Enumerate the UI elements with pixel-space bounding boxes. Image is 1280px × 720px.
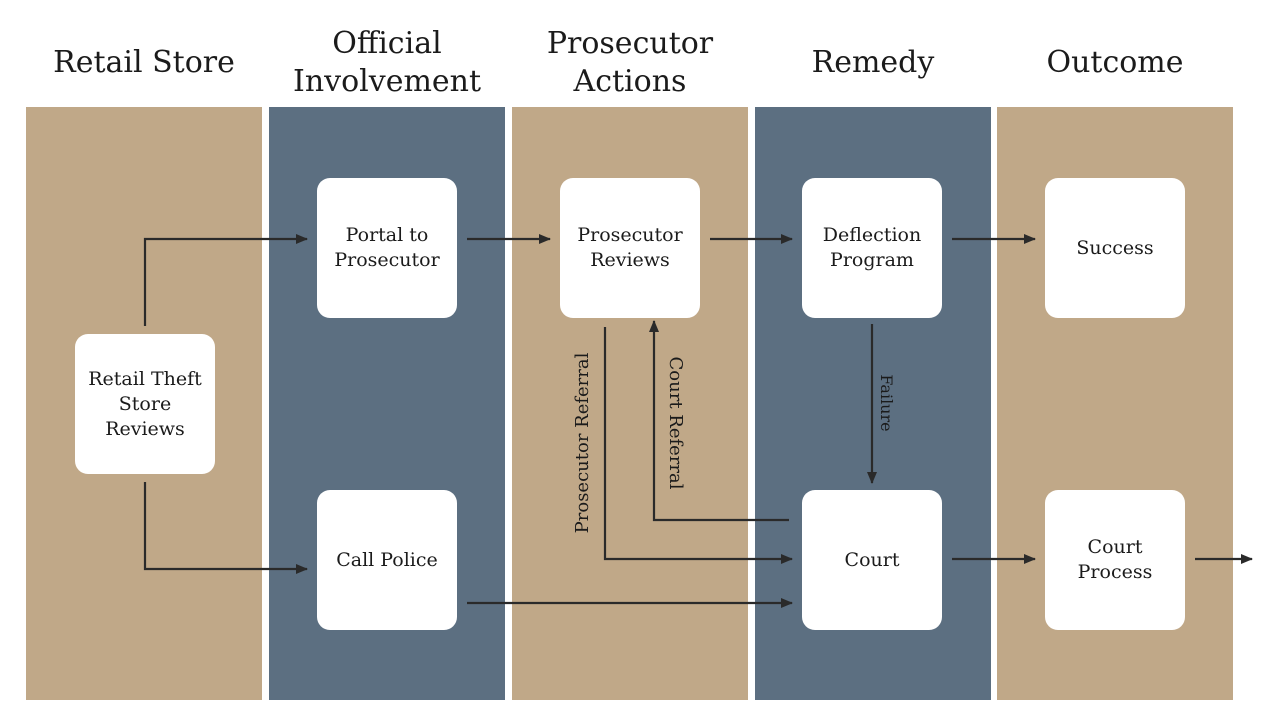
node-retail-theft-store-reviews: Retail Theft Store Reviews [75, 334, 215, 474]
edge-retail-to-call-police [143, 482, 308, 574]
edge-label-prosecutor-referral: Prosecutor Referral [572, 352, 593, 533]
edge-retail-to-portal [143, 234, 308, 326]
node-court-process: Court Process [1045, 490, 1185, 630]
node-success: Success [1045, 178, 1185, 318]
lane-header-prosecutor-actions: Prosecutor Actions [546, 26, 714, 99]
node-call-police: Call Police [317, 490, 457, 630]
node-court: Court [802, 490, 942, 630]
node-prosecutor-reviews: Prosecutor Reviews [560, 178, 700, 318]
node-portal-to-prosecutor: Portal to Prosecutor [317, 178, 457, 318]
lane-header-remedy: Remedy [811, 45, 935, 80]
lane-header-official-involvement: Official Involvement [292, 26, 482, 99]
edge-court-referral [649, 320, 789, 522]
lane-header-retail-store: Retail Store [53, 45, 235, 80]
edge-label-failure: Failure [877, 374, 896, 431]
node-deflection-program: Deflection Program [802, 178, 942, 318]
edge-label-court-referral: Court Referral [665, 357, 686, 490]
lane-header-outcome: Outcome [1046, 45, 1184, 80]
edge-prosecutor-referral [603, 327, 793, 564]
